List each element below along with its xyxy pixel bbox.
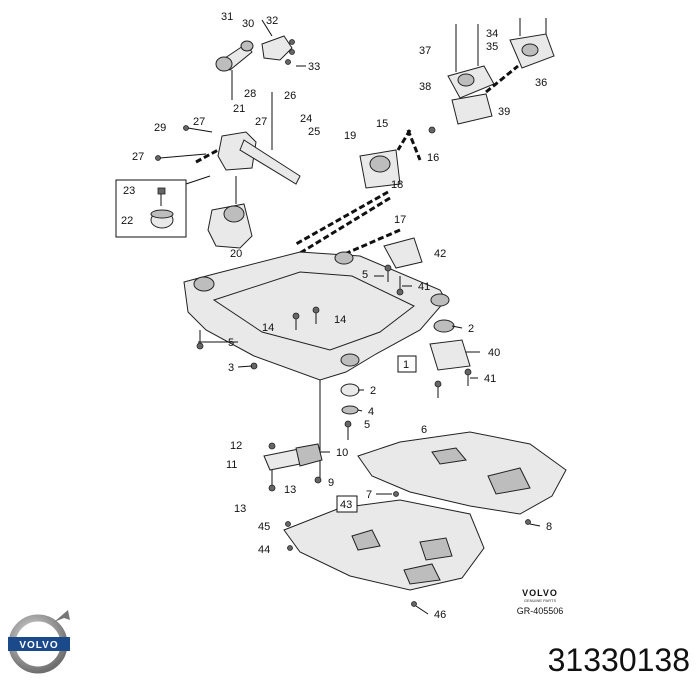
callout-38: 38 [419, 81, 431, 93]
callout-27b: 27 [255, 116, 267, 128]
callout-11: 11 [226, 459, 237, 471]
callout-39: 39 [498, 106, 510, 118]
callout-16: 16 [427, 152, 439, 164]
callout-18: 18 [391, 179, 403, 191]
callout-5c: 5 [364, 419, 370, 431]
callout-22: 22 [121, 215, 133, 227]
detail-box-22-23 [115, 179, 187, 238]
callout-46: 46 [434, 609, 446, 621]
logo-wordmark: VOLVO [19, 640, 58, 651]
callout-35: 35 [486, 41, 498, 53]
callout-20: 20 [230, 248, 242, 260]
callout-26: 26 [284, 90, 296, 102]
part-number: 31330138 [547, 642, 690, 678]
callout-31: 31 [221, 11, 233, 23]
callout-12: 12 [230, 440, 242, 452]
callout-9: 9 [328, 477, 334, 489]
callout-40: 40 [488, 347, 500, 359]
brand-name: VOLVO [522, 588, 558, 598]
volvo-logo-icon: VOLVO [8, 610, 70, 674]
callout-8: 8 [546, 521, 552, 533]
callout-27a: 27 [193, 116, 205, 128]
callout-17: 17 [394, 214, 406, 226]
callout-13b: 13 [234, 503, 246, 515]
callout-21: 21 [233, 103, 245, 115]
callout-7: 7 [366, 489, 372, 501]
callout-10: 10 [336, 447, 348, 459]
callout-6: 6 [421, 424, 427, 436]
callout-29: 29 [154, 122, 166, 134]
callout-32: 32 [266, 15, 278, 27]
engine-mount-upper-left [155, 35, 301, 249]
callout-5a: 5 [362, 269, 368, 281]
callout-45: 45 [258, 521, 270, 533]
callout-41b: 41 [484, 373, 496, 385]
skid-plate-lower [283, 499, 485, 607]
callout-36: 36 [535, 77, 547, 89]
callout-24: 24 [300, 113, 312, 125]
callout-30: 30 [242, 18, 254, 30]
callout-41a: 41 [418, 281, 430, 293]
brand-block: VOLVO GENUINE PARTS GR-405506 [500, 588, 580, 616]
callout-labels: 31 30 32 33 28 26 21 27 27 24 29 25 27 2… [121, 11, 552, 621]
front-subframe [183, 237, 471, 381]
callout-14b: 14 [334, 314, 346, 326]
torque-rod-assembly [263, 442, 323, 492]
svg-text:1: 1 [403, 359, 409, 371]
svg-text:43: 43 [340, 499, 352, 511]
callout-25: 25 [308, 126, 320, 138]
boxed-callout-1: 1 [397, 355, 417, 373]
callout-28: 28 [244, 88, 256, 100]
reference-code: GR-405506 [516, 606, 564, 616]
bushing-stack [319, 380, 360, 480]
callout-14a: 14 [262, 322, 274, 334]
callout-19: 19 [344, 130, 356, 142]
callout-2b: 2 [370, 385, 376, 397]
callout-3: 3 [228, 362, 234, 374]
brand-subtitle: GENUINE PARTS [523, 598, 557, 603]
callout-leaders [198, 19, 541, 615]
callout-34: 34 [486, 28, 498, 40]
callout-27c: 27 [132, 151, 144, 163]
callout-4: 4 [368, 406, 374, 418]
callout-33: 33 [308, 61, 320, 73]
callout-44: 44 [258, 544, 270, 556]
callout-15: 15 [376, 118, 388, 130]
boxed-callout-43: 43 [336, 495, 358, 513]
splash-shield-upper [357, 431, 567, 525]
callout-5b: 5 [228, 337, 234, 349]
callout-2a: 2 [468, 323, 474, 335]
callout-42: 42 [434, 248, 446, 260]
engine-mount-upper-right [359, 18, 555, 189]
subframe-fasteners [196, 264, 472, 398]
callout-13a: 13 [284, 484, 296, 496]
callout-23: 23 [123, 185, 135, 197]
callout-37: 37 [419, 45, 431, 57]
